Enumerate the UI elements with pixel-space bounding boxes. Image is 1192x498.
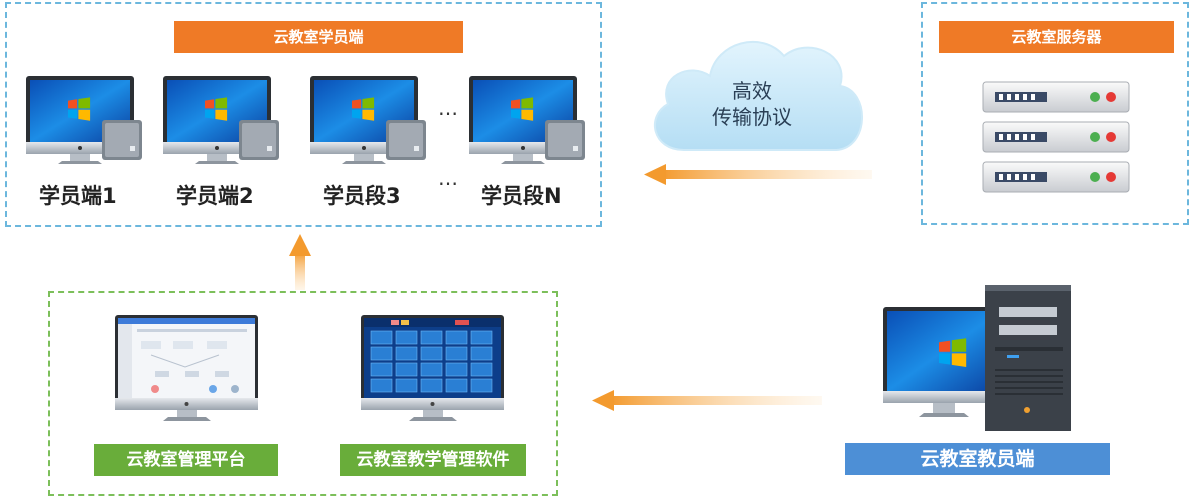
software-monitor — [361, 315, 504, 421]
server-area-frame — [921, 2, 1189, 225]
arrow-teacher-to-manage — [592, 390, 822, 411]
software-label: 云教室教学管理软件 — [340, 444, 526, 476]
ellipsis-top: … — [438, 96, 459, 120]
student-pc-3 — [310, 76, 430, 168]
arrow-manage-to-students — [289, 234, 311, 290]
server-area-title: 云教室服务器 — [939, 21, 1174, 53]
manage-area-frame — [48, 291, 558, 496]
student-label-2: 学员端2 — [176, 184, 254, 208]
student-area-title: 云教室学员端 — [174, 21, 463, 53]
student-label-3: 学员段3 — [323, 184, 401, 208]
server-rack-icon — [982, 81, 1130, 193]
platform-label: 云教室管理平台 — [94, 444, 278, 476]
cloud-text-line1: 高效 — [732, 79, 772, 103]
student-pc-1 — [26, 76, 146, 168]
cloud-text-line2: 传输协议 — [712, 105, 792, 129]
student-pc-2 — [163, 76, 283, 168]
teacher-pc-icon — [883, 285, 1071, 431]
teacher-label: 云教室教员端 — [845, 443, 1110, 475]
cloud-icon — [653, 40, 863, 151]
ellipsis-bottom: … — [438, 166, 459, 190]
arrow-server-to-students — [644, 164, 872, 185]
student-label-1: 学员端1 — [39, 184, 117, 208]
student-label-n: 学员段N — [481, 184, 562, 208]
platform-monitor — [115, 315, 258, 421]
student-pc-n — [469, 76, 589, 168]
student-area-frame — [5, 2, 602, 227]
